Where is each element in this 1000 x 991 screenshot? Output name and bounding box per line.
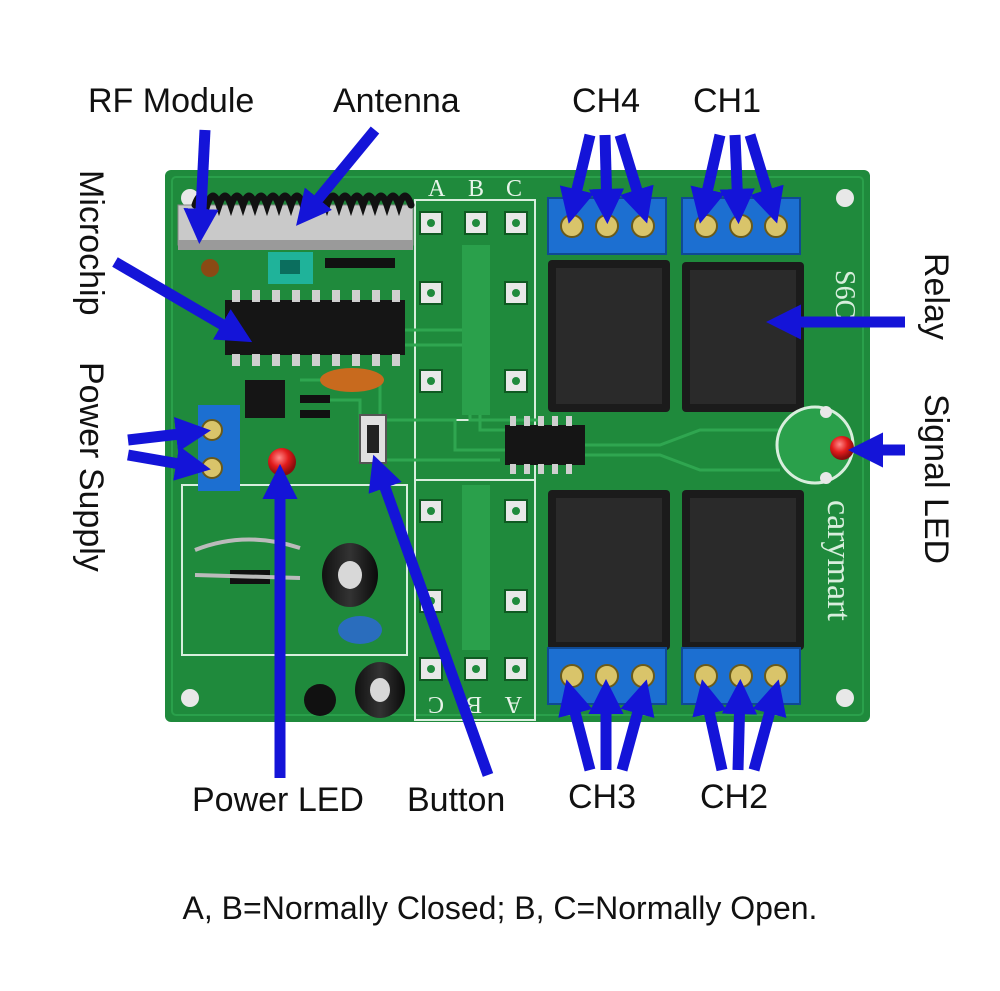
board-letter-top-0: A bbox=[428, 176, 446, 202]
arrow-antenna bbox=[296, 126, 380, 226]
arrow-ch3-1 bbox=[558, 679, 596, 772]
driver-ic bbox=[505, 425, 585, 465]
label-button: Button bbox=[407, 781, 506, 819]
label-rf-module: RF Module bbox=[88, 82, 255, 120]
label-power-led: Power LED bbox=[192, 781, 364, 819]
arrow-ch2-3 bbox=[748, 679, 787, 772]
arrow-rf-module bbox=[183, 129, 219, 245]
board-brand: carymart bbox=[820, 500, 857, 621]
arrow-ch4-1 bbox=[559, 133, 596, 224]
label-ch1: CH1 bbox=[693, 82, 762, 120]
board-letter-top-1: B bbox=[468, 176, 484, 202]
arrow-ch1-3 bbox=[744, 133, 784, 224]
rf-module bbox=[177, 204, 414, 246]
label-ch4: CH4 bbox=[572, 82, 641, 120]
arrow-power-supply-1 bbox=[127, 416, 211, 452]
arrow-ch4-3 bbox=[614, 133, 654, 224]
arrow-ch2-1 bbox=[692, 679, 728, 772]
arrow-ch1-1 bbox=[690, 133, 726, 224]
power-led bbox=[268, 448, 296, 476]
signal-led bbox=[830, 436, 854, 460]
arrow-ch4-2 bbox=[588, 134, 625, 225]
arrow-ch1-2 bbox=[719, 134, 755, 225]
label-ch3: CH3 bbox=[568, 778, 637, 816]
power-terminal bbox=[198, 405, 240, 491]
label-power-supply: Power Supply bbox=[72, 362, 110, 572]
antenna-coil bbox=[191, 192, 415, 217]
board-letter-top-2: C bbox=[506, 176, 522, 202]
arrow-microchip bbox=[112, 257, 253, 343]
label-microchip: Microchip bbox=[72, 170, 110, 316]
arrow-power-supply-2 bbox=[127, 446, 211, 481]
arrow-ch2-2 bbox=[721, 678, 758, 771]
board-model: S6C bbox=[829, 270, 860, 318]
microchip-ic bbox=[225, 300, 405, 355]
label-ch2: CH2 bbox=[700, 778, 769, 816]
arrow-ch3-3 bbox=[616, 679, 655, 772]
label-signal-led: Signal LED bbox=[917, 394, 955, 565]
board-letter-bottom-0: A bbox=[504, 691, 522, 717]
label-antenna: Antenna bbox=[333, 82, 460, 120]
caption: A, B=Normally Closed; B, C=Normally Open… bbox=[182, 890, 818, 926]
board-letter-bottom-2: C bbox=[428, 691, 444, 717]
arrow-button bbox=[368, 454, 494, 777]
label-relay: Relay bbox=[917, 253, 955, 340]
